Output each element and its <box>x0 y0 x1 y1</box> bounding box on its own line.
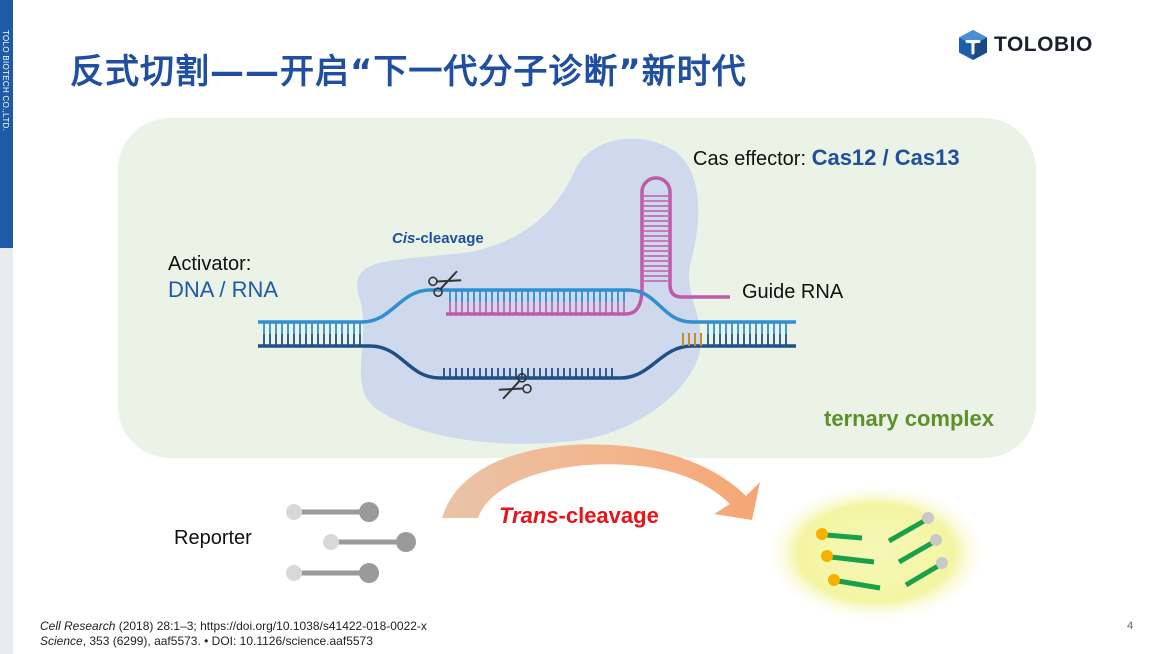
reporter-molecules <box>286 502 416 583</box>
cis-cleavage-label: Cis-cleavage <box>392 230 484 247</box>
quencher-fragment <box>904 557 948 588</box>
scissors-icon <box>428 270 462 297</box>
cas-effector-label: Cas effector: Cas12 / Cas13 <box>693 145 960 170</box>
reporter-label: Reporter <box>174 527 252 549</box>
cleaved-reporters <box>816 512 948 591</box>
trans-cleavage-label: Trans-cleavage <box>499 503 659 528</box>
fluorophore-fragment <box>816 528 863 541</box>
pam-site <box>682 333 702 346</box>
tolobio-cube-icon <box>959 30 987 60</box>
fluorophore-fragment <box>828 574 881 591</box>
ternary-complex-label: ternary complex <box>824 406 995 431</box>
guide-rna-label: Guide RNA <box>742 281 844 303</box>
reporter-probe <box>286 563 379 583</box>
fluorophore-fragment <box>821 550 875 565</box>
cas-effector-value: Cas12 / Cas13 <box>812 145 960 170</box>
side-strip <box>0 248 13 654</box>
reporter-probe <box>286 502 379 522</box>
quencher-fragment <box>897 534 942 565</box>
fluorescence-glow <box>764 483 988 623</box>
page-number: 4 <box>1127 620 1134 632</box>
activator-label: Activator: <box>168 253 251 275</box>
reference-1: Cell Research (2018) 28:1–3; https://doi… <box>40 619 427 633</box>
side-company-text: TOLO BIOTECH CO.,LTD. <box>1 30 10 132</box>
trans-cleavage-arrow <box>442 444 760 520</box>
dna-bottom-strand <box>258 334 796 380</box>
dna-top-strand <box>258 288 796 334</box>
scissors-icon <box>498 373 532 400</box>
quencher-fragment <box>887 512 934 544</box>
tolobio-logo: TOLOBIO <box>958 28 1093 62</box>
reference-2: Science, 353 (6299), aaf5573. • DOI: 10.… <box>40 634 373 648</box>
reporter-probe <box>323 532 416 552</box>
slide-title: 反式切割——开启“下一代分子诊断”新时代 <box>70 52 747 92</box>
references: Cell Research (2018) 28:1–3; https://doi… <box>40 619 427 649</box>
side-bar: TOLO BIOTECH CO.,LTD. <box>0 0 13 248</box>
tolobio-logo-text: TOLOBIO <box>994 33 1093 56</box>
activator-value: DNA / RNA <box>168 277 278 302</box>
